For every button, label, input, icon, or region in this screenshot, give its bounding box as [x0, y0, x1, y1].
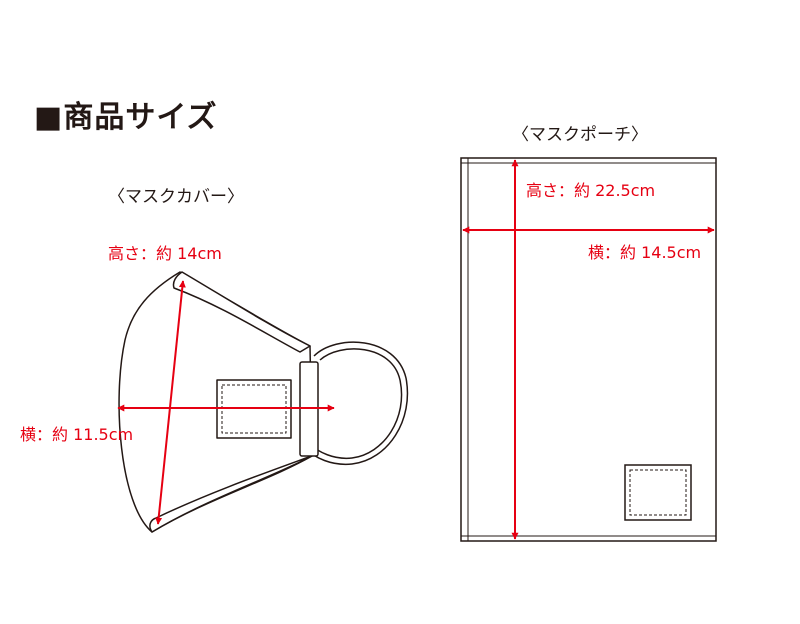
- page-title: ■商品サイズ: [34, 100, 218, 135]
- mask-cover-drawing: [118, 271, 409, 533]
- mask-pouch-heading: 〈マスクポーチ〉: [512, 125, 648, 145]
- mask-ear-loop-inner: [309, 348, 403, 460]
- mask-height-arrow: [155, 280, 186, 525]
- mask-ear-loop: [305, 341, 409, 466]
- mask-width-label: 横：約 11.5cm: [20, 425, 134, 444]
- mask-bottom-hem: [149, 455, 313, 533]
- pouch-label-patch-stitch: [629, 469, 687, 516]
- pouch-height-label: 高さ：約 22.5cm: [526, 181, 656, 200]
- mask-height-label: 高さ：約 14cm: [108, 244, 222, 263]
- mask-pouch-drawing: [460, 157, 717, 542]
- mask-cover-heading: 〈マスクカバー〉: [108, 187, 244, 207]
- pouch-width-label: 横：約 14.5cm: [588, 243, 702, 262]
- pouch-label-patch: [624, 464, 692, 521]
